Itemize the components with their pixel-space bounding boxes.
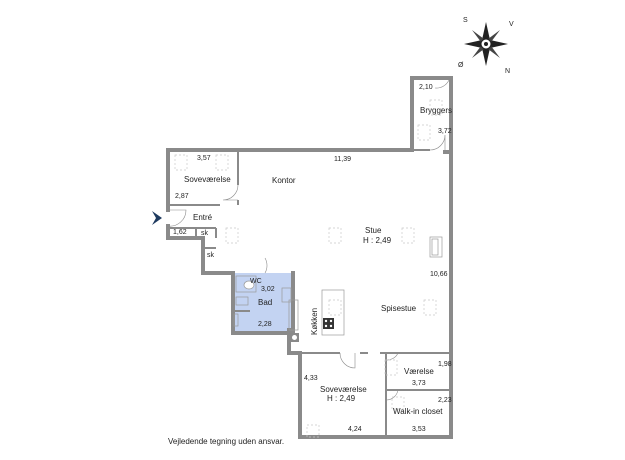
gang-sk-label: sk <box>207 252 215 259</box>
compass-o-label: Ø <box>458 62 464 69</box>
stue-dim: 10,66 <box>430 271 448 278</box>
sovevaerelse1-dim-side: 2,87 <box>175 193 189 200</box>
bad-dim-side: 2,28 <box>258 321 272 328</box>
entre-sk-label: sk <box>201 230 209 237</box>
toilet-icon <box>243 280 255 290</box>
bryggers-dim-top: 2,10 <box>419 84 433 91</box>
entrance-arrow-icon <box>152 211 162 225</box>
compass-rose-icon <box>464 22 508 66</box>
walkin-dim-bottom: 3,53 <box>412 426 426 433</box>
bathroom-fixtures <box>233 275 292 327</box>
sovevaerelse1-label: Soveværelse <box>184 175 231 184</box>
walkin-dim-top: 2,23 <box>438 397 452 404</box>
kontor-label: Kontor <box>272 176 296 185</box>
sovevaerelse2-height: H : 2,49 <box>327 394 356 403</box>
vaerelse-label: Værelse <box>404 367 434 376</box>
outer-walls <box>166 76 453 439</box>
furniture-outlines <box>174 99 443 438</box>
stue-height: H : 2,49 <box>363 236 392 245</box>
inner-walls <box>168 149 451 437</box>
kokken-label: Køkken <box>310 308 319 335</box>
sovevaerelse2-dim-bottom: 4,24 <box>348 426 362 433</box>
vaerelse-dim-side: 3,73 <box>412 380 426 387</box>
bathroom-fill <box>233 273 293 333</box>
disclaimer-text: Vejledende tegning uden ansvar. <box>168 437 285 446</box>
bad-dim-top: 3,02 <box>261 286 275 293</box>
sovevaerelse2-label: Soveværelse <box>320 385 367 394</box>
sovevaerelse1-dim-top: 3,57 <box>197 155 211 162</box>
bad-wc-label: WC <box>250 278 262 285</box>
compass-v-label: V <box>509 21 514 28</box>
spisestue-label: Spisestue <box>381 304 417 313</box>
sovevaerelse2-dim-side: 4,33 <box>304 375 318 382</box>
entre-dim: 1,62 <box>173 229 187 236</box>
cooktop-icon <box>323 318 334 329</box>
vaerelse-dim-top: 1,98 <box>438 361 452 368</box>
bryggers-dim-side: 3,72 <box>438 128 452 135</box>
compass-s-label: S <box>463 17 468 24</box>
bryggers-label: Bryggers <box>420 106 452 115</box>
entre-label: Entré <box>193 213 213 222</box>
bad-label: Bad <box>258 298 272 307</box>
stue-label: Stue <box>365 226 382 235</box>
walkin-label: Walk-in closet <box>393 407 443 416</box>
compass-n-label: N <box>505 68 510 75</box>
kontor-dim: 11,39 <box>334 156 351 163</box>
kitchen-fixtures <box>288 289 345 342</box>
